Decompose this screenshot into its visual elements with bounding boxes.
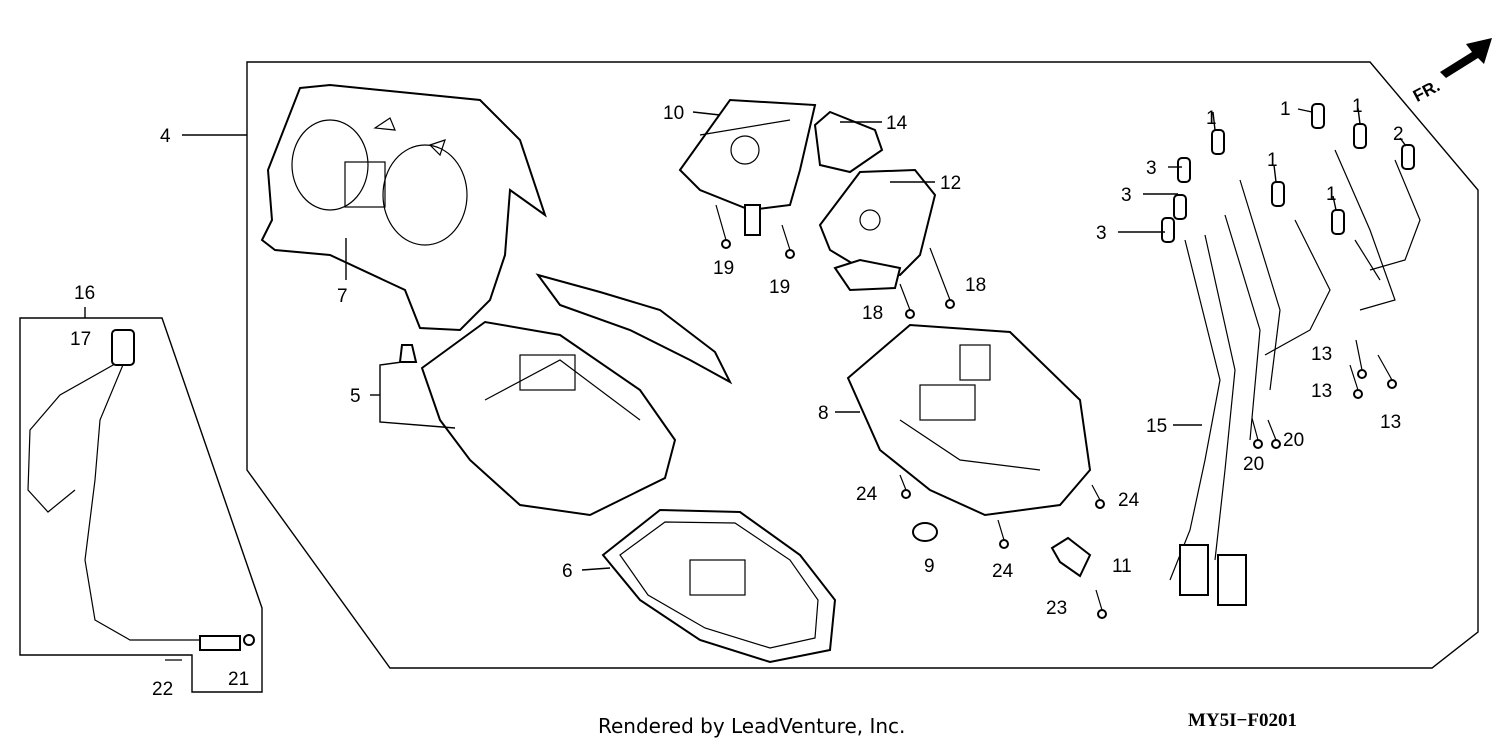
leader-lines bbox=[84, 107, 1407, 571]
callout-1: 1 bbox=[1267, 150, 1278, 171]
meter-visor bbox=[260, 83, 547, 332]
assembly-boundary bbox=[246, 61, 1479, 669]
callout-3: 3 bbox=[1121, 185, 1132, 206]
speedometer-cable bbox=[27, 329, 255, 651]
callout-6: 6 bbox=[562, 561, 573, 582]
diagram-code: MY5I−F0201 bbox=[1188, 710, 1297, 731]
callout-19: 19 bbox=[713, 258, 734, 279]
callout-24: 24 bbox=[1118, 490, 1140, 511]
callout-1: 1 bbox=[1326, 184, 1337, 205]
indicator-panel bbox=[813, 110, 884, 174]
callout-24: 24 bbox=[992, 561, 1014, 582]
callout-23: 23 bbox=[1046, 598, 1067, 619]
callout-2: 2 bbox=[1393, 124, 1404, 145]
callout-9: 9 bbox=[924, 556, 935, 577]
callout-22: 22 bbox=[152, 679, 173, 700]
gasket-strip bbox=[535, 273, 733, 385]
callout-1: 1 bbox=[1206, 108, 1217, 129]
clamp bbox=[1050, 536, 1092, 578]
callout-13: 13 bbox=[1380, 412, 1401, 433]
callout-4: 4 bbox=[160, 126, 171, 147]
callout-14: 14 bbox=[886, 113, 908, 134]
cable-boundary bbox=[19, 317, 263, 693]
callout-13: 13 bbox=[1311, 381, 1332, 402]
callout-16: 16 bbox=[74, 283, 95, 304]
callout-17: 17 bbox=[70, 329, 91, 350]
front-direction-label: FR. bbox=[1410, 76, 1443, 106]
callout-1: 1 bbox=[1280, 99, 1291, 120]
footer-credit: Rendered by LeadVenture, Inc. bbox=[598, 714, 906, 738]
callout-15: 15 bbox=[1146, 416, 1167, 437]
grommet bbox=[912, 522, 938, 542]
callout-19: 19 bbox=[769, 277, 790, 298]
callout-10: 10 bbox=[663, 103, 684, 124]
callout-3: 3 bbox=[1146, 158, 1157, 179]
callout-5: 5 bbox=[350, 386, 361, 407]
callout-12: 12 bbox=[940, 173, 961, 194]
bulbs bbox=[1161, 103, 1415, 243]
meter-case-lower bbox=[398, 320, 677, 517]
meter-lens-frame bbox=[601, 508, 837, 664]
bulb-socket bbox=[398, 344, 418, 363]
callout-24: 24 bbox=[856, 484, 878, 505]
callout-21: 21 bbox=[228, 669, 249, 690]
tachometer bbox=[818, 168, 937, 292]
callout-3: 3 bbox=[1096, 223, 1107, 244]
speedometer bbox=[678, 98, 817, 236]
callout-20: 20 bbox=[1243, 454, 1264, 475]
callouts: 1 1 1 1 1 2 3 3 3 4 5 6 7 8 9 10 11 12 1… bbox=[70, 96, 1404, 700]
callout-1: 1 bbox=[1352, 96, 1363, 117]
callout-18: 18 bbox=[965, 275, 986, 296]
screws bbox=[165, 204, 1397, 661]
callout-7: 7 bbox=[337, 286, 348, 307]
front-direction-arrow bbox=[1440, 38, 1492, 78]
callout-11: 11 bbox=[1112, 556, 1132, 577]
callout-18: 18 bbox=[862, 303, 883, 324]
callout-20: 20 bbox=[1283, 430, 1304, 451]
meter-case-upper bbox=[846, 323, 1092, 517]
callout-8: 8 bbox=[818, 403, 829, 424]
callout-13: 13 bbox=[1311, 344, 1332, 365]
wire-harness bbox=[1169, 149, 1421, 606]
